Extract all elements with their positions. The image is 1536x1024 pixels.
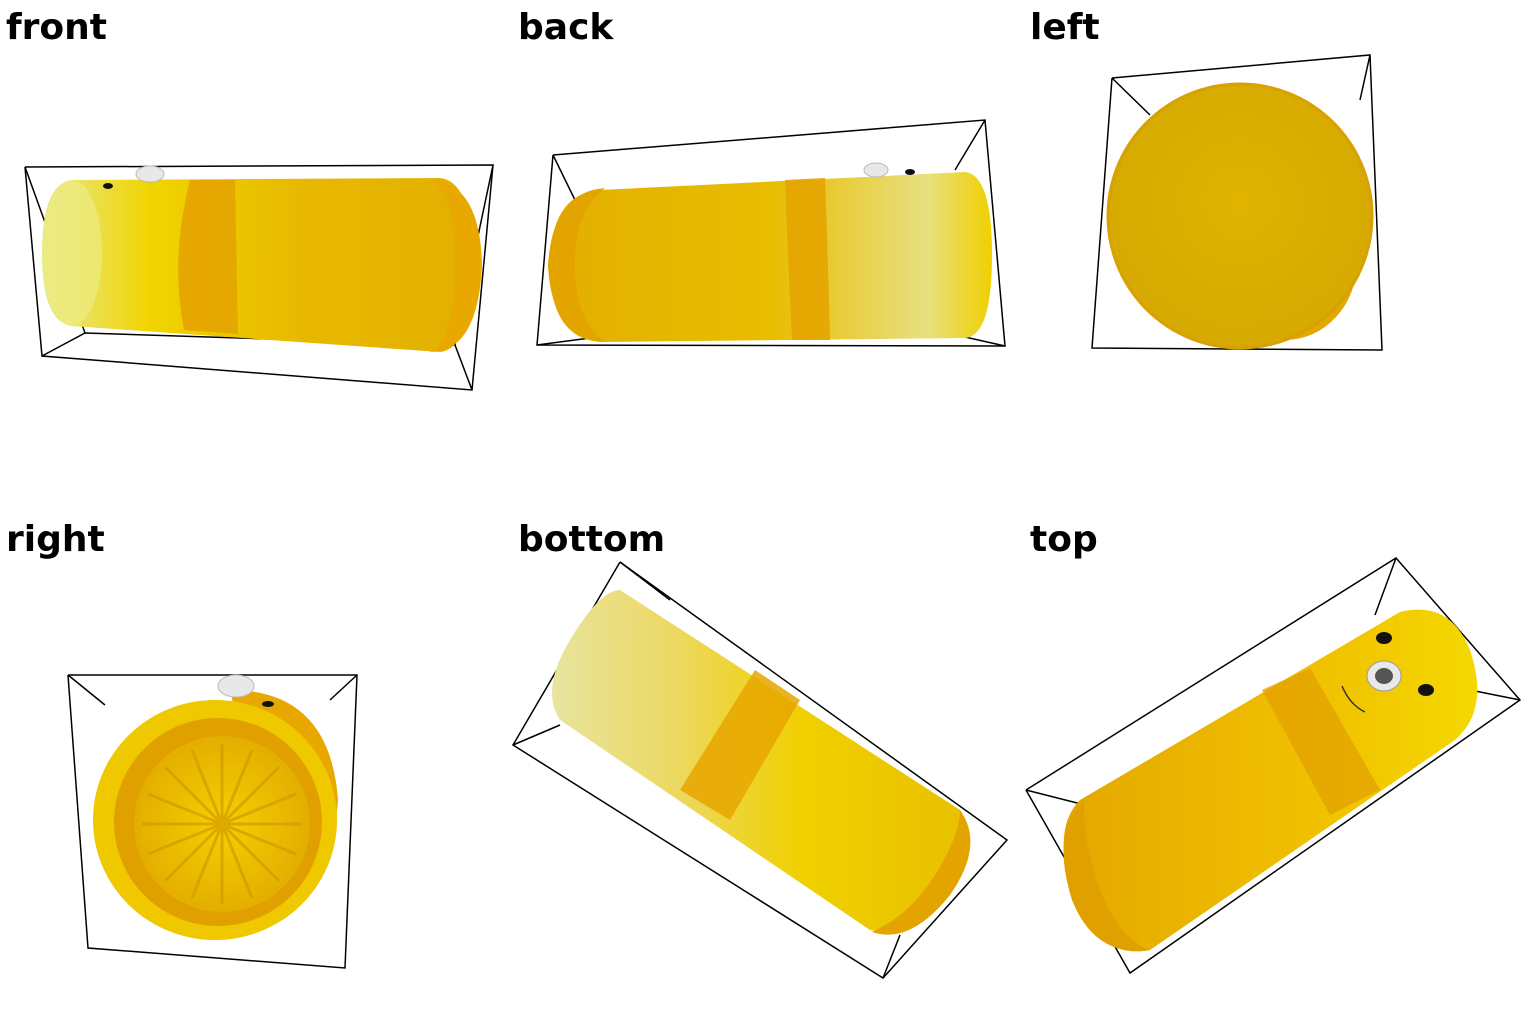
top-cylinder — [1063, 609, 1478, 952]
left-view-render — [1091, 54, 1383, 351]
bottom-bounding-box — [511, 561, 1009, 979]
view-label-left: left — [1030, 7, 1100, 48]
back-cylinder — [548, 162, 992, 342]
bottom-cylinder — [552, 590, 971, 935]
view-label-back: back — [518, 7, 614, 48]
right-bounding-box — [67, 674, 358, 969]
view-label-right: right — [6, 519, 105, 560]
left-cylinder-end — [1106, 82, 1374, 350]
view-label-top: top — [1030, 519, 1098, 560]
right-cylinder-end — [93, 674, 338, 940]
view-label-front: front — [6, 7, 107, 48]
right-view-render — [67, 674, 358, 969]
view-label-bottom: bottom — [518, 519, 666, 560]
front-cylinder — [42, 165, 482, 352]
back-view-render — [536, 119, 1006, 347]
top-view-render — [1025, 557, 1522, 975]
left-bounding-box — [1091, 54, 1383, 351]
front-view-render — [24, 164, 494, 391]
bottom-view-render — [511, 561, 1009, 979]
